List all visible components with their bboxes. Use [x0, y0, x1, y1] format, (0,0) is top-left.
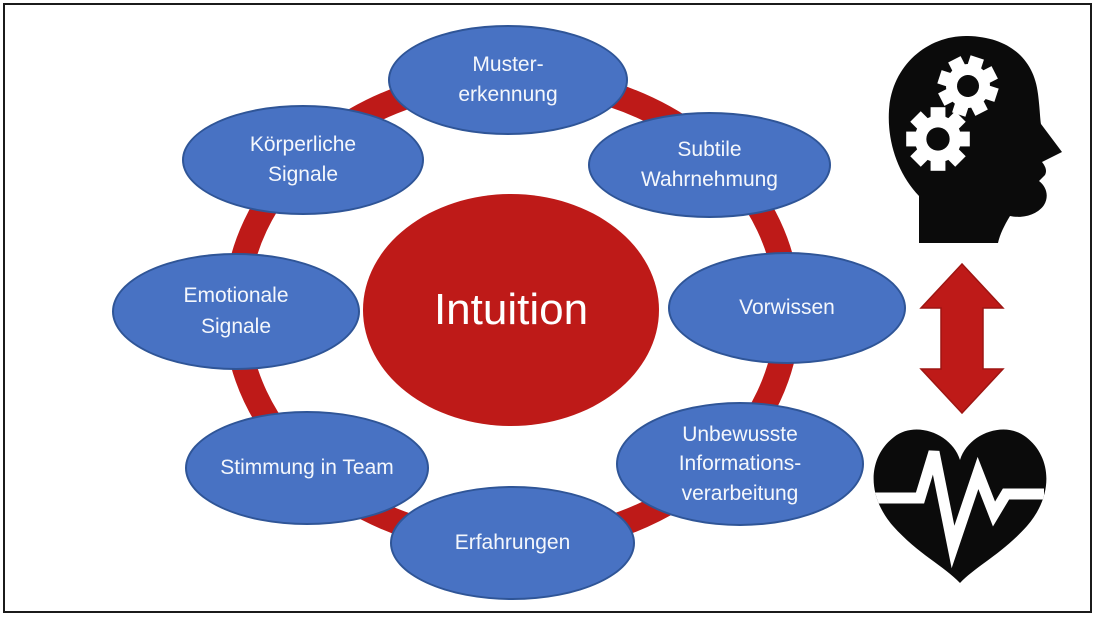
- node-label: Körperliche Signale: [249, 132, 357, 186]
- center-node-intuition: Intuition: [363, 194, 659, 426]
- node-label: Subtile Wahrnehmung: [641, 137, 778, 191]
- node-erfahrungen: Erfahrungen: [390, 486, 635, 600]
- node-emotionale-signale: Emotionale Signale: [112, 253, 360, 370]
- pulse-line: [873, 450, 1044, 569]
- node-koerperliche-signale: Körperliche Signale: [182, 105, 424, 215]
- node-stimmung-in-team: Stimmung in Team: [185, 411, 429, 525]
- node-label: Stimmung in Team: [220, 455, 394, 479]
- gear-icon: [906, 107, 970, 171]
- node-label: Emotionale Signale: [183, 284, 289, 338]
- center-node-label: Intuition: [433, 285, 589, 334]
- node-muster-erkennung: Muster- erkennung: [388, 25, 628, 135]
- heart-pulse-icon: [873, 429, 1047, 583]
- node-label: Unbewusste Informations- verarbeitung: [678, 422, 802, 505]
- up-down-arrow-icon: [919, 262, 1005, 415]
- node-label: Vorwissen: [739, 295, 835, 319]
- node-subtile-wahrnehmung: Subtile Wahrnehmung: [588, 112, 831, 218]
- head-with-gears-icon: [888, 35, 1062, 243]
- gear-icon: [937, 55, 999, 117]
- node-vorwissen: Vorwissen: [668, 252, 906, 364]
- node-unbewusste-informationsverarbeitung: Unbewusste Informations- verarbeitung: [616, 402, 864, 526]
- node-label: Muster- erkennung: [458, 52, 558, 106]
- node-label: Erfahrungen: [454, 530, 571, 554]
